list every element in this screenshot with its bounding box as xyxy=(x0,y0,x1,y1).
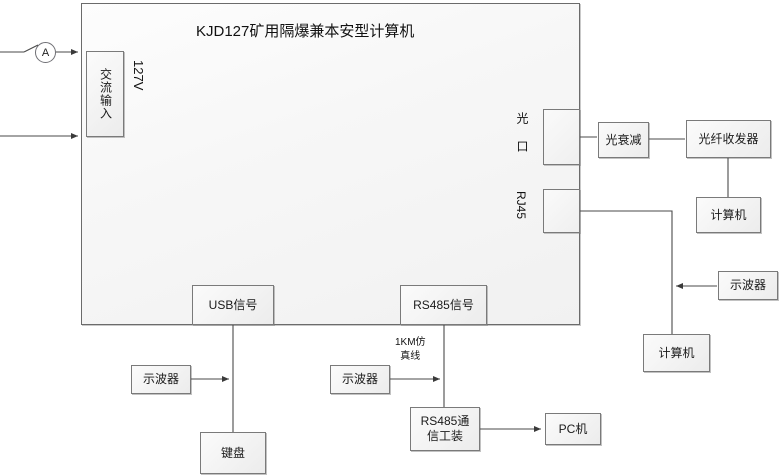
oscilloscope-usb-label: 示波器 xyxy=(142,372,179,386)
computer-fiber-label: 计算机 xyxy=(710,207,747,222)
computer-rj45-box: 计算机 xyxy=(643,334,710,372)
page-title: KJD127矿用隔爆兼本安型计算机 xyxy=(196,23,415,40)
oscilloscope-rj45-label: 示波器 xyxy=(729,278,766,292)
keyboard-box: 键盘 xyxy=(200,432,266,474)
computer-rj45-label: 计算机 xyxy=(658,345,695,360)
usb-signal-box: USB信号 xyxy=(192,285,274,325)
optical-port-label: 光 口 xyxy=(515,112,529,153)
ammeter-icon: A xyxy=(35,42,56,63)
wire-rj45-bus xyxy=(580,210,673,293)
oscilloscope-rs485-box: 示波器 xyxy=(330,365,390,394)
optical-port-connector xyxy=(543,109,580,165)
fiber-transceiver-box: 光纤收发器 xyxy=(686,120,771,158)
rs485-fixture-label: RS485通 信工装 xyxy=(420,414,470,443)
rj45-port-label: RJ45 xyxy=(514,191,528,220)
oscilloscope-rj45-box: 示波器 xyxy=(718,271,778,300)
usb-signal-label: USB信号 xyxy=(208,297,258,312)
optical-attenuator-box: 光衰减 xyxy=(598,122,649,158)
main-unit-enclosure xyxy=(81,3,580,325)
voltage-label: 127V xyxy=(131,60,146,91)
rs485-signal-label: RS485信号 xyxy=(413,297,474,312)
rs485-signal-box: RS485信号 xyxy=(400,285,487,325)
ammeter-symbol: A xyxy=(41,46,50,59)
optical-attenuator-label: 光衰减 xyxy=(605,132,642,147)
oscilloscope-usb-box: 示波器 xyxy=(131,365,191,394)
ac-power-input-label: 交流输入 xyxy=(98,68,113,120)
keyboard-label: 键盘 xyxy=(220,445,245,460)
computer-fiber-box: 计算机 xyxy=(696,197,761,233)
pc-label: PC机 xyxy=(558,421,588,436)
rj45-port-connector xyxy=(543,189,580,233)
pc-box: PC机 xyxy=(545,413,601,445)
rs485-fixture-box: RS485通 信工装 xyxy=(410,407,480,451)
fiber-transceiver-label: 光纤收发器 xyxy=(698,131,759,146)
oscilloscope-rs485-label: 示波器 xyxy=(341,372,378,386)
cable-length-annotation: 1KM仿 真线 xyxy=(395,337,426,362)
ac-power-input-box: 交流输入 xyxy=(86,51,124,137)
